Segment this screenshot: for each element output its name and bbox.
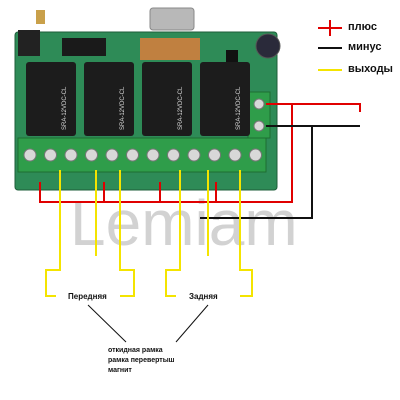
relay-board: SRA-12VDC-CL SRA-12VDC-CL SRA-12VDC-CL SRA-… bbox=[14, 7, 281, 191]
legend-label-outputs: выходы bbox=[348, 63, 393, 75]
legend bbox=[318, 20, 342, 71]
relay-body bbox=[84, 62, 134, 136]
rear-pointer bbox=[175, 304, 209, 343]
output-terminal-strip bbox=[17, 137, 267, 173]
relay-body bbox=[200, 62, 250, 136]
relay-marking: SRA-12VDC-CL bbox=[236, 86, 242, 130]
relay: SRA-12VDC-CL bbox=[142, 62, 192, 136]
front-box-label: Передняя bbox=[66, 291, 109, 302]
terminal-screw bbox=[208, 148, 221, 162]
note-line: откидная рамка bbox=[108, 347, 163, 354]
relay-marking: SRA-12VDC-CL bbox=[178, 86, 184, 130]
terminal-screw bbox=[23, 148, 37, 162]
plus-wire-right bbox=[266, 103, 361, 112]
electrolytic-capacitor bbox=[255, 33, 281, 59]
terminal-screw bbox=[44, 148, 57, 162]
output-wires bbox=[45, 170, 253, 297]
terminal-screw bbox=[146, 148, 160, 162]
regulator-chip bbox=[18, 30, 40, 56]
decoder-chip bbox=[62, 38, 106, 56]
relay-body bbox=[142, 62, 192, 136]
relay: SRA-12VDC-CL bbox=[26, 62, 76, 136]
legend-label-plus: плюс bbox=[348, 21, 377, 33]
power-terminal-screw bbox=[253, 98, 265, 110]
rear-output-wire bbox=[239, 170, 253, 297]
legend-label-minus: минус bbox=[348, 41, 382, 53]
front-output-wire bbox=[45, 170, 61, 297]
relay-marking: SRA-12VDC-CL bbox=[120, 86, 126, 130]
terminal-screw bbox=[167, 148, 180, 162]
crystal bbox=[149, 7, 195, 31]
terminal-screws bbox=[23, 148, 262, 162]
plus-wire-branch bbox=[103, 182, 217, 202]
power-wires bbox=[39, 103, 361, 219]
relay-body bbox=[26, 62, 76, 136]
terminal-screw bbox=[85, 148, 98, 162]
front-output-wire bbox=[119, 170, 135, 297]
relay: SRA-12VDC-CL bbox=[84, 62, 134, 136]
pointer-lines bbox=[87, 304, 209, 343]
rear-box-label: Задняя bbox=[187, 291, 220, 302]
relay-marking: SRA-12VDC-CL bbox=[62, 86, 68, 130]
terminal-screw bbox=[105, 148, 119, 162]
antenna-coil bbox=[140, 38, 200, 60]
note-line: рамка перевертыш bbox=[108, 357, 175, 364]
note-line: магнит bbox=[108, 367, 132, 374]
terminal-screw bbox=[228, 148, 242, 162]
note: откидная рамка рамка перевертыш магнит bbox=[108, 346, 175, 376]
power-terminal-screw bbox=[253, 120, 265, 132]
terminal-screw bbox=[126, 148, 139, 162]
watermark: Lemiam bbox=[70, 187, 298, 259]
terminal-screw bbox=[64, 148, 78, 162]
capacitor-small bbox=[36, 10, 45, 24]
relay-group: SRA-12VDC-CL SRA-12VDC-CL SRA-12VDC-CL SRA-… bbox=[26, 62, 250, 136]
front-pointer bbox=[87, 304, 127, 343]
terminal-screw bbox=[187, 148, 201, 162]
relay: SRA-12VDC-CL bbox=[200, 62, 250, 136]
rear-output-wire bbox=[165, 170, 181, 297]
terminal-screw bbox=[249, 148, 262, 162]
